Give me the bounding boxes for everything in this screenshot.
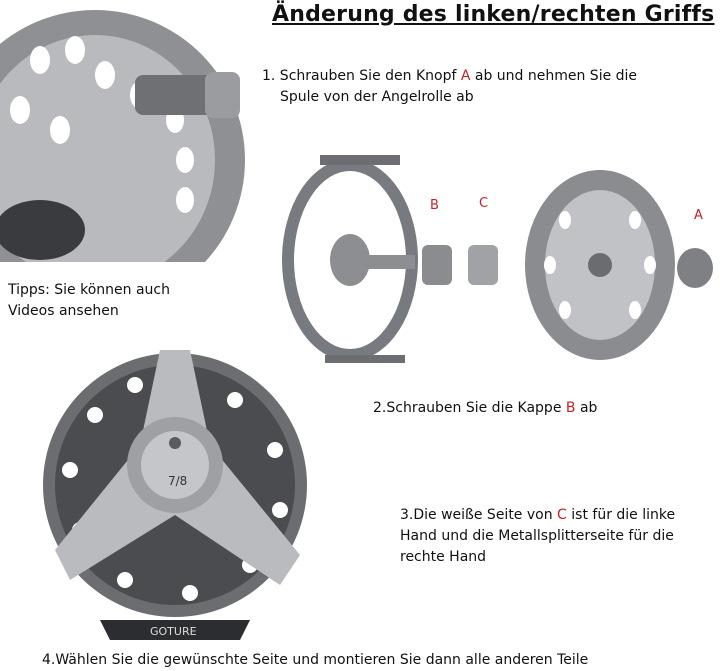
- step-1: 1. Schrauben Sie den Knopf A ab und nehm…: [262, 66, 637, 108]
- step-2-text-end: ab: [575, 400, 598, 416]
- step-3-text-end: ist für die linke: [566, 507, 676, 523]
- size-mark: 7/8: [168, 474, 187, 488]
- step-2: 2.Schrauben Sie die Kappe B ab: [373, 398, 597, 419]
- tips-line2: Videos ansehen: [8, 303, 119, 319]
- knob-a: [677, 248, 713, 288]
- step-2-text: 2.Schrauben Sie die Kappe: [373, 400, 566, 416]
- step-1-mark: A: [460, 68, 471, 84]
- step-3: 3.Die weiße Seite von C ist für die link…: [400, 505, 675, 568]
- step-1-line2: Spule von der Angelrolle ab: [280, 89, 474, 105]
- label-a: A: [694, 208, 703, 223]
- step-1-text: 1. Schrauben Sie den Knopf: [262, 68, 461, 84]
- reel-front-image: 7/8 GOTURE: [43, 350, 307, 640]
- cap-b: [422, 245, 452, 285]
- spool: [525, 170, 675, 360]
- tips-text: Tipps: Sie können auch Videos ansehen: [8, 280, 170, 322]
- step-1-text-end: ab und nehmen Sie die: [470, 68, 638, 84]
- step-3-text: 3.Die weiße Seite von: [400, 507, 558, 523]
- label-b: B: [430, 198, 439, 213]
- exploded-reel-diagram: [282, 155, 713, 363]
- bushing-c: [468, 245, 498, 285]
- step-4: 4.Wählen Sie die gewünschte Seite und mo…: [42, 652, 589, 668]
- page-title: Änderung des linken/rechten Griffs: [272, 2, 715, 27]
- reel-closeup-image: [0, 0, 250, 262]
- label-c: C: [479, 196, 489, 211]
- step-2-mark: B: [565, 400, 576, 416]
- step-3-line3: rechte Hand: [400, 549, 487, 565]
- brand-logo: GOTURE: [150, 625, 197, 638]
- step-3-mark: C: [557, 507, 567, 523]
- reel-frame: [282, 155, 418, 363]
- tips-line1: Tipps: Sie können auch: [8, 282, 170, 298]
- step-3-line2: Hand und die Metallsplitterseite für die: [400, 528, 674, 544]
